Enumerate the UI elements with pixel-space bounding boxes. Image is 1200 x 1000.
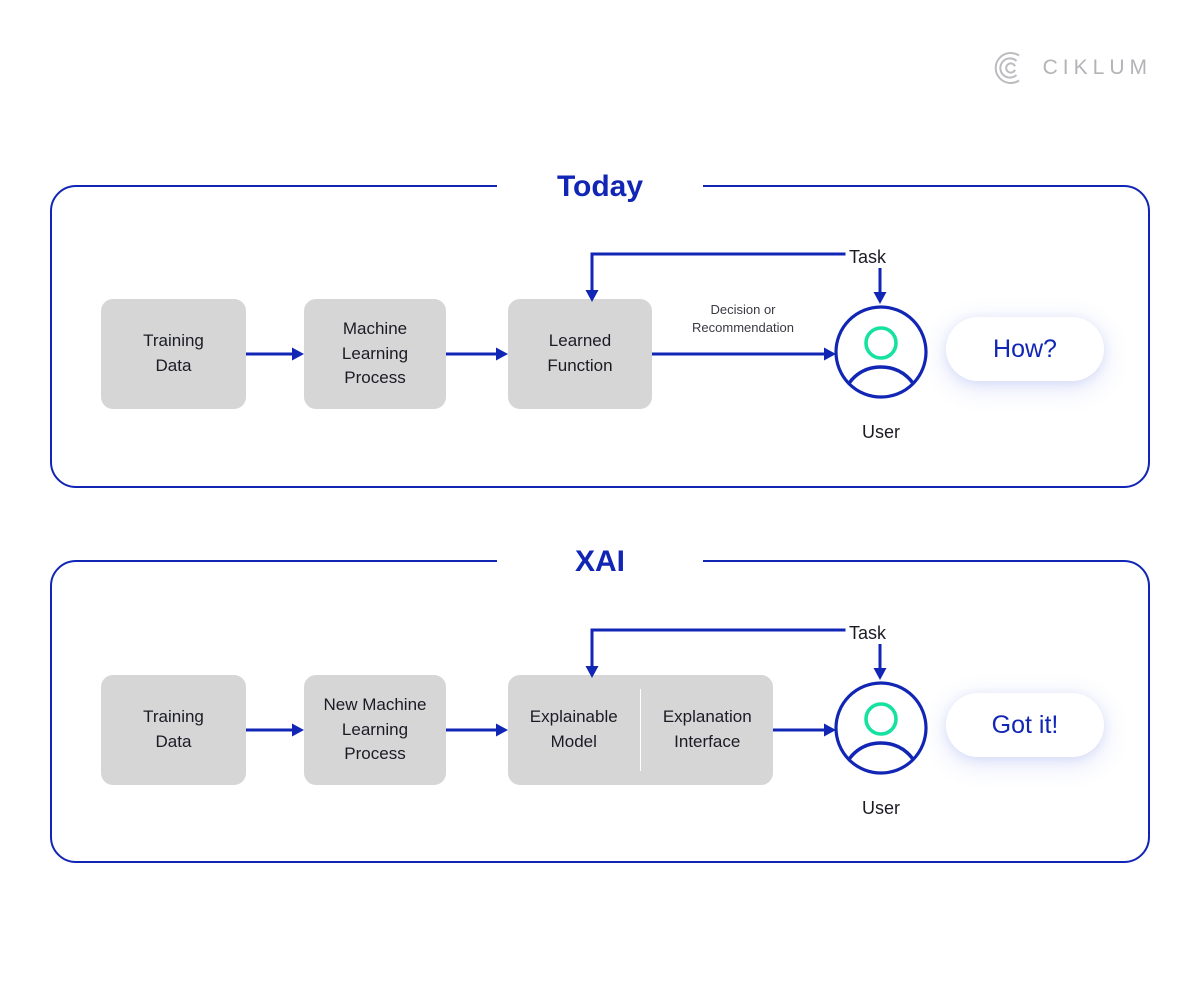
box-half-explainable-model: Explainable Model [508, 675, 640, 785]
box-label: Explainable Model [529, 707, 618, 751]
box-training-data-xai: Training Data [101, 675, 246, 785]
label-user-today: User [861, 422, 900, 442]
panel-title-xai: XAI [548, 547, 652, 577]
panel-xai: XAI [50, 547, 1150, 863]
box-label: Explanation Interface [662, 707, 752, 751]
panel-today: Today [50, 172, 1150, 488]
arrow-task-to-explainable-model [585, 628, 846, 678]
box-label: Training Data [143, 331, 204, 375]
arrow-task-to-user-xai [873, 644, 887, 680]
arrow-training-to-ml-xai [246, 723, 304, 737]
box-machine-learning-process: Machine Learning Process [304, 299, 446, 409]
label-task-today: Task [849, 247, 887, 267]
arrow-ml-to-explainable-model [446, 723, 508, 737]
arrow-training-to-ml-today [246, 347, 304, 361]
arrow-explanation-interface-to-user [773, 723, 836, 737]
user-avatar-today [834, 305, 928, 399]
bubble-how: How? [946, 317, 1104, 381]
label-user-xai: User [861, 798, 900, 818]
box-label: Training Data [143, 707, 204, 751]
box-label: New Machine Learning Process [323, 695, 427, 764]
arrow-learned-function-to-user-today [652, 347, 836, 361]
arrow-task-to-user-today [873, 268, 887, 304]
box-new-machine-learning-process: New Machine Learning Process [304, 675, 446, 785]
arrow-task-to-learned-function-today [585, 252, 846, 302]
brand-logo: CIKLUM [989, 48, 1152, 88]
box-label: Machine Learning Process [341, 319, 409, 388]
bubble-text: How? [993, 334, 1057, 363]
bubble-text: Got it! [991, 710, 1059, 739]
label-task-xai: Task [849, 623, 887, 643]
ciklum-c-icon [994, 52, 1020, 84]
box-explainable-model-and-explanation-interface: Explainable Model Explanation Interface [508, 675, 773, 785]
brand-name: CIKLUM [1042, 56, 1152, 79]
panel-title-today: Today [530, 172, 670, 202]
bubble-got-it: Got it! [946, 693, 1104, 757]
box-label: Learned Function [547, 331, 613, 375]
box-half-explanation-interface: Explanation Interface [641, 675, 773, 785]
label-decision-or-recommendation: Decision or Recommendation [692, 302, 794, 335]
box-learned-function: Learned Function [508, 299, 652, 409]
box-training-data-today: Training Data [101, 299, 246, 409]
box-divider [639, 689, 642, 771]
user-avatar-xai [834, 681, 928, 775]
arrow-ml-to-learned-function [446, 347, 508, 361]
